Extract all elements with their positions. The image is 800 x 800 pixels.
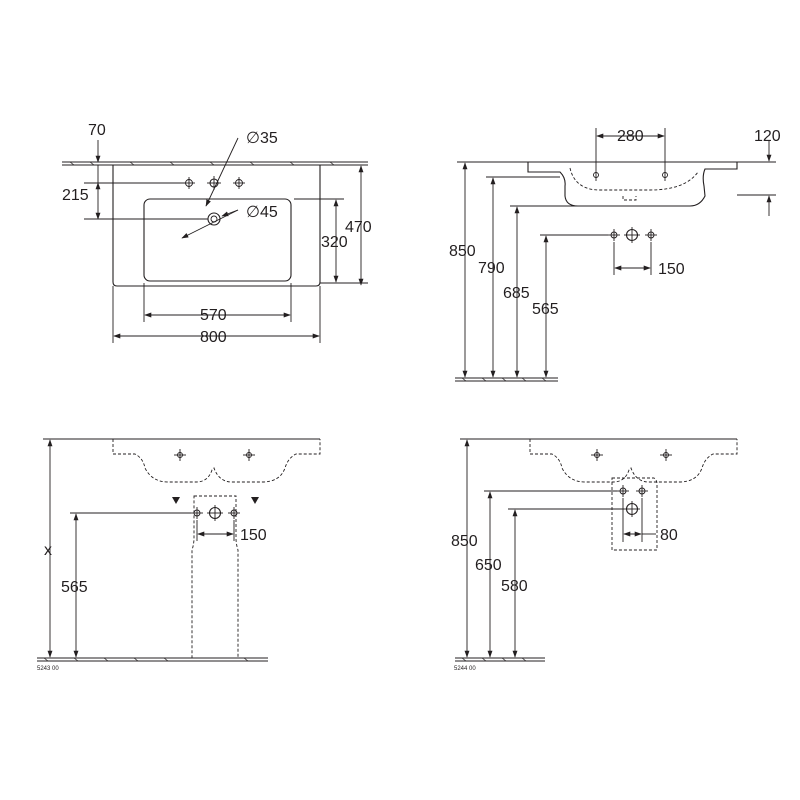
dim-800: 800 bbox=[200, 329, 227, 346]
floor-line-side bbox=[455, 377, 558, 382]
drain-connection-semi bbox=[624, 501, 640, 517]
basin-hidden-front bbox=[112, 439, 321, 483]
drain-connection-front bbox=[207, 505, 223, 521]
dim-790: 790 bbox=[478, 260, 505, 277]
dim-580: 580 bbox=[501, 578, 528, 595]
supply-connection-front-left bbox=[191, 507, 203, 519]
tap-hole-front-left-2 bbox=[591, 449, 603, 461]
dim-150: 150 bbox=[658, 261, 685, 278]
dim-570: 570 bbox=[200, 307, 227, 324]
tap-hole-front-right bbox=[243, 449, 255, 461]
drain-hole-top bbox=[207, 212, 221, 226]
pedestal-outline bbox=[191, 495, 239, 659]
dim-diameter-45: ∅45 bbox=[246, 204, 278, 221]
dim-x: x bbox=[44, 542, 52, 559]
tap-hole-front-left bbox=[174, 449, 186, 461]
tap-hole-front-right-2 bbox=[660, 449, 672, 461]
dim-diameter-35: ∅35 bbox=[246, 130, 278, 147]
basin-hidden-front-2 bbox=[529, 439, 738, 483]
dim-565: 565 bbox=[532, 301, 559, 318]
floor-line-semipedestal bbox=[455, 657, 545, 662]
dim-685: 685 bbox=[503, 285, 530, 302]
tap-hole-center bbox=[207, 176, 221, 190]
semipedestal-view: 850 650 580 80 5244 00 bbox=[451, 438, 738, 672]
bowl-outline-top bbox=[143, 198, 292, 282]
dim-650: 650 bbox=[475, 557, 502, 574]
dim-850-semipedestal: 850 bbox=[451, 533, 478, 550]
dim-565-pedestal: 565 bbox=[61, 579, 88, 596]
top-view: 70 215 ∅35 ∅45 320 470 570 800 bbox=[62, 122, 372, 346]
product-code-pedestal: 5243 00 bbox=[37, 666, 59, 672]
supply-connection-front-right bbox=[228, 507, 240, 519]
supply-connection-left bbox=[608, 229, 620, 241]
dim-120: 120 bbox=[754, 128, 781, 145]
tap-hole-right bbox=[233, 177, 245, 189]
bowl-hidden-line bbox=[569, 167, 699, 191]
dim-80: 80 bbox=[660, 527, 678, 544]
basin-outline-top bbox=[112, 165, 321, 287]
pedestal-view: x 565 150 5243 00 bbox=[37, 438, 321, 672]
dim-850: 850 bbox=[449, 243, 476, 260]
basin-profile bbox=[527, 161, 738, 207]
dim-215: 215 bbox=[62, 187, 89, 204]
supply-connection-semi-left bbox=[617, 485, 629, 497]
dim-470: 470 bbox=[345, 219, 372, 236]
product-code-semipedestal: 5244 00 bbox=[454, 666, 476, 672]
dim-280: 280 bbox=[617, 128, 644, 145]
dim-70: 70 bbox=[88, 122, 106, 139]
dim-320: 320 bbox=[321, 234, 348, 251]
side-view: 280 120 850 790 685 565 150 bbox=[449, 128, 781, 382]
dim-150-pedestal: 150 bbox=[240, 527, 267, 544]
supply-connection-semi-right bbox=[636, 485, 648, 497]
supply-connection-right bbox=[645, 229, 657, 241]
floor-line-pedestal bbox=[37, 657, 268, 662]
drain-connection-side bbox=[624, 227, 640, 243]
